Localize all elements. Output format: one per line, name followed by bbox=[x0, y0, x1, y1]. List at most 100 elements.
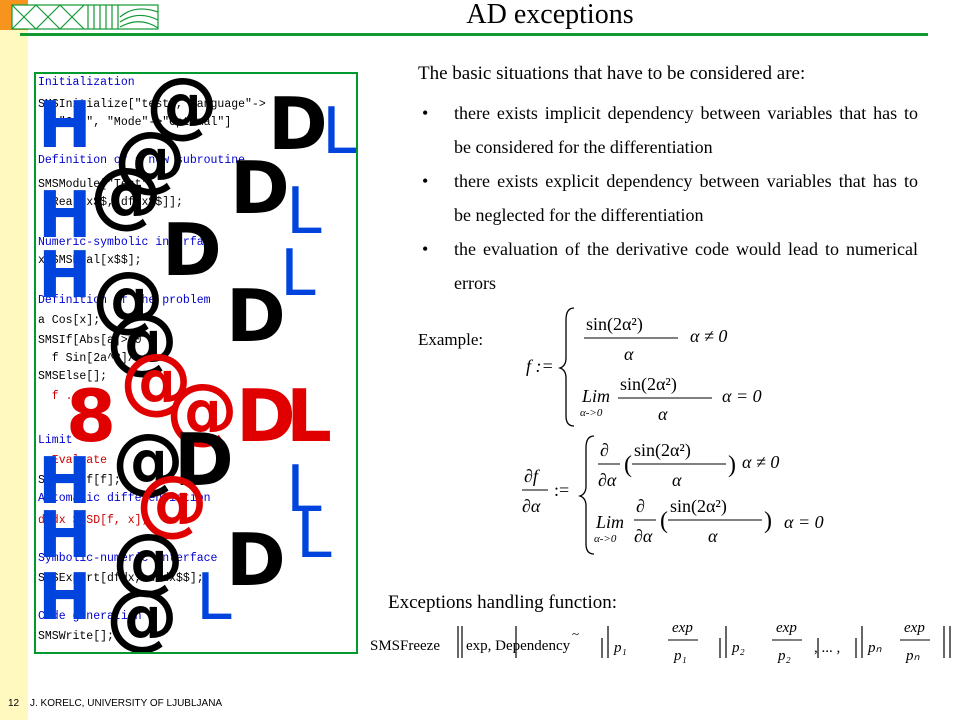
formula-df-num: ∂f bbox=[524, 466, 541, 486]
formula-lim: Lim bbox=[581, 386, 610, 406]
formula-df-den: ∂α bbox=[522, 496, 541, 516]
glitch-l-icon: L bbox=[286, 453, 322, 527]
code-line: SMSModule["Test", bbox=[38, 178, 156, 191]
glitch-l-icon: L bbox=[296, 499, 332, 573]
glitch-at-icon: @ bbox=[112, 418, 184, 502]
glitch-red-icon: L bbox=[286, 374, 332, 458]
glitch-at-icon: @ bbox=[92, 256, 164, 340]
glitch-d-icon: D bbox=[162, 208, 222, 292]
formula-alpha: α bbox=[658, 404, 668, 424]
freeze-name: SMSFreeze bbox=[370, 638, 440, 654]
code-line: dfdx SMSD[f, x]; bbox=[38, 514, 149, 527]
glitch-l-icon: L bbox=[280, 237, 316, 311]
freeze-args: exp, Dependency bbox=[466, 638, 571, 654]
glitch-d-icon: D bbox=[174, 418, 234, 502]
bullet-icon: • bbox=[422, 103, 429, 123]
formula-partial-alpha: ∂α bbox=[634, 526, 653, 546]
intro-text: The basic situations that have to be con… bbox=[418, 63, 806, 84]
svg-text:): ) bbox=[728, 452, 736, 478]
list-item: •there exists explicit dependency betwee… bbox=[418, 164, 918, 232]
glitch-at-icon: @ bbox=[90, 152, 162, 236]
glitch-at-icon: @ bbox=[112, 518, 184, 602]
freeze-pn: pₙ bbox=[905, 648, 921, 664]
formula-neq0: α ≠ 0 bbox=[742, 452, 779, 472]
list-item: •there exists implicit dependency betwee… bbox=[418, 96, 918, 164]
footer: 12 J. KORELC, UNIVERSITY OF LJUBLJANA bbox=[8, 698, 222, 709]
freeze-tilde: ~ bbox=[572, 626, 579, 641]
list-item: •the evaluation of the derivative code w… bbox=[418, 232, 918, 300]
code-line: SMSElse[]; bbox=[38, 370, 108, 383]
freeze-function-formula: SMSFreeze exp, Dependency ~ p₁ exp p₁ p₂… bbox=[370, 620, 951, 664]
page-number: 12 bbox=[8, 698, 20, 709]
freeze-exp: exp bbox=[672, 620, 693, 636]
formula-sin-expr: sin(2α²) bbox=[620, 374, 677, 395]
formula-partial: ∂ bbox=[636, 496, 645, 516]
formula-sin-expr: sin(2α²) bbox=[634, 440, 691, 461]
freeze-exp: exp bbox=[904, 620, 925, 636]
bullet-icon: • bbox=[422, 239, 429, 259]
glitch-l-icon: L bbox=[286, 175, 322, 249]
formula-alpha: α bbox=[708, 526, 718, 546]
glitch-h-icon: H bbox=[38, 499, 92, 573]
formula-sin-expr: sin(2α²) bbox=[586, 314, 643, 335]
code-line: SMSExport[dfdx, dfdx$$]; bbox=[38, 572, 204, 585]
glitch-l-icon: L bbox=[322, 95, 358, 169]
formula-lim: Lim bbox=[595, 512, 624, 532]
formula-f-lhs: f := bbox=[526, 356, 554, 376]
code-line: Code generation bbox=[38, 610, 142, 623]
code-line: SMSInitialize["test","Language"-> bbox=[38, 98, 266, 111]
glitch-h-icon: H bbox=[38, 445, 92, 519]
svg-text:): ) bbox=[764, 508, 772, 534]
code-line: Symbolic-numeric interface bbox=[38, 552, 218, 565]
formula-partial: ∂ bbox=[600, 440, 609, 460]
formula-neq0: α ≠ 0 bbox=[690, 326, 727, 346]
glitch-h-icon: H bbox=[38, 561, 92, 635]
glitch-l-icon: L bbox=[196, 561, 232, 635]
code-line: a Cos[x]; bbox=[38, 314, 101, 327]
exceptions-label: Exceptions handling function: bbox=[388, 592, 618, 613]
code-line: Limit bbox=[38, 434, 73, 447]
bullet-icon: • bbox=[422, 171, 429, 191]
code-panel: Initialization SMSInitialize["test","Lan… bbox=[34, 72, 358, 654]
code-line: SMSIf[Abs[a]>10 bbox=[38, 334, 142, 347]
freeze-dots: , ... , bbox=[814, 640, 840, 656]
glitch-at-icon: @ bbox=[106, 298, 178, 382]
code-line: Numeric-symbolic interface bbox=[38, 236, 218, 249]
code-line: Definition of a new subroutine bbox=[38, 154, 246, 167]
formula-alpha: α bbox=[672, 470, 682, 490]
bullet-list: •there exists implicit dependency betwee… bbox=[418, 96, 918, 300]
glitch-at-icon: @ bbox=[106, 574, 178, 654]
sidebar-stripe bbox=[0, 0, 28, 720]
svg-text:(: ( bbox=[660, 508, 668, 534]
example-formula: f := sin(2α²) α α ≠ 0 Lim α->0 sin(2α²) … bbox=[522, 307, 824, 555]
code-line: Automatic differentiation bbox=[38, 492, 211, 505]
freeze-p2: p₂ bbox=[731, 640, 745, 656]
glitch-d-icon: D bbox=[268, 82, 328, 166]
page-title: AD exceptions bbox=[466, 0, 634, 30]
formula-eq0: α = 0 bbox=[722, 386, 762, 406]
freeze-pn: pₙ bbox=[867, 640, 883, 656]
glitch-d-icon: D bbox=[226, 518, 286, 602]
example-label: Example: bbox=[418, 330, 484, 349]
glitch-h-icon: H bbox=[38, 179, 92, 253]
glitch-d-icon: D bbox=[230, 146, 290, 230]
freeze-exp: exp bbox=[776, 620, 797, 636]
formula-sin-expr: sin(2α²) bbox=[670, 496, 727, 517]
svg-text:(: ( bbox=[624, 452, 632, 478]
university-logo-icon bbox=[11, 4, 159, 30]
code-line: SMSEndIf[f]; bbox=[38, 474, 121, 487]
freeze-p2: p₂ bbox=[777, 648, 791, 664]
code-line: Evaluate bbox=[38, 454, 108, 467]
freeze-p1: p₁ bbox=[613, 640, 627, 656]
glitch-h-icon: H bbox=[38, 239, 92, 313]
glitch-d-icon: D bbox=[226, 274, 286, 358]
glitch-at-red-icon: @ bbox=[136, 460, 208, 544]
code-line: f ... bbox=[38, 390, 87, 403]
formula-lim-sub: α->0 bbox=[594, 533, 617, 545]
glitch-red-icon: 8 bbox=[66, 374, 117, 458]
glitch-at-icon: @ bbox=[114, 116, 186, 200]
code-line: f Sin[2a^2]/a; bbox=[38, 352, 149, 365]
formula-assign: := bbox=[554, 480, 569, 500]
footer-author: J. KORELC, UNIVERSITY OF LJUBLJANA bbox=[30, 698, 223, 709]
glitch-red-icon: @ bbox=[166, 368, 238, 452]
